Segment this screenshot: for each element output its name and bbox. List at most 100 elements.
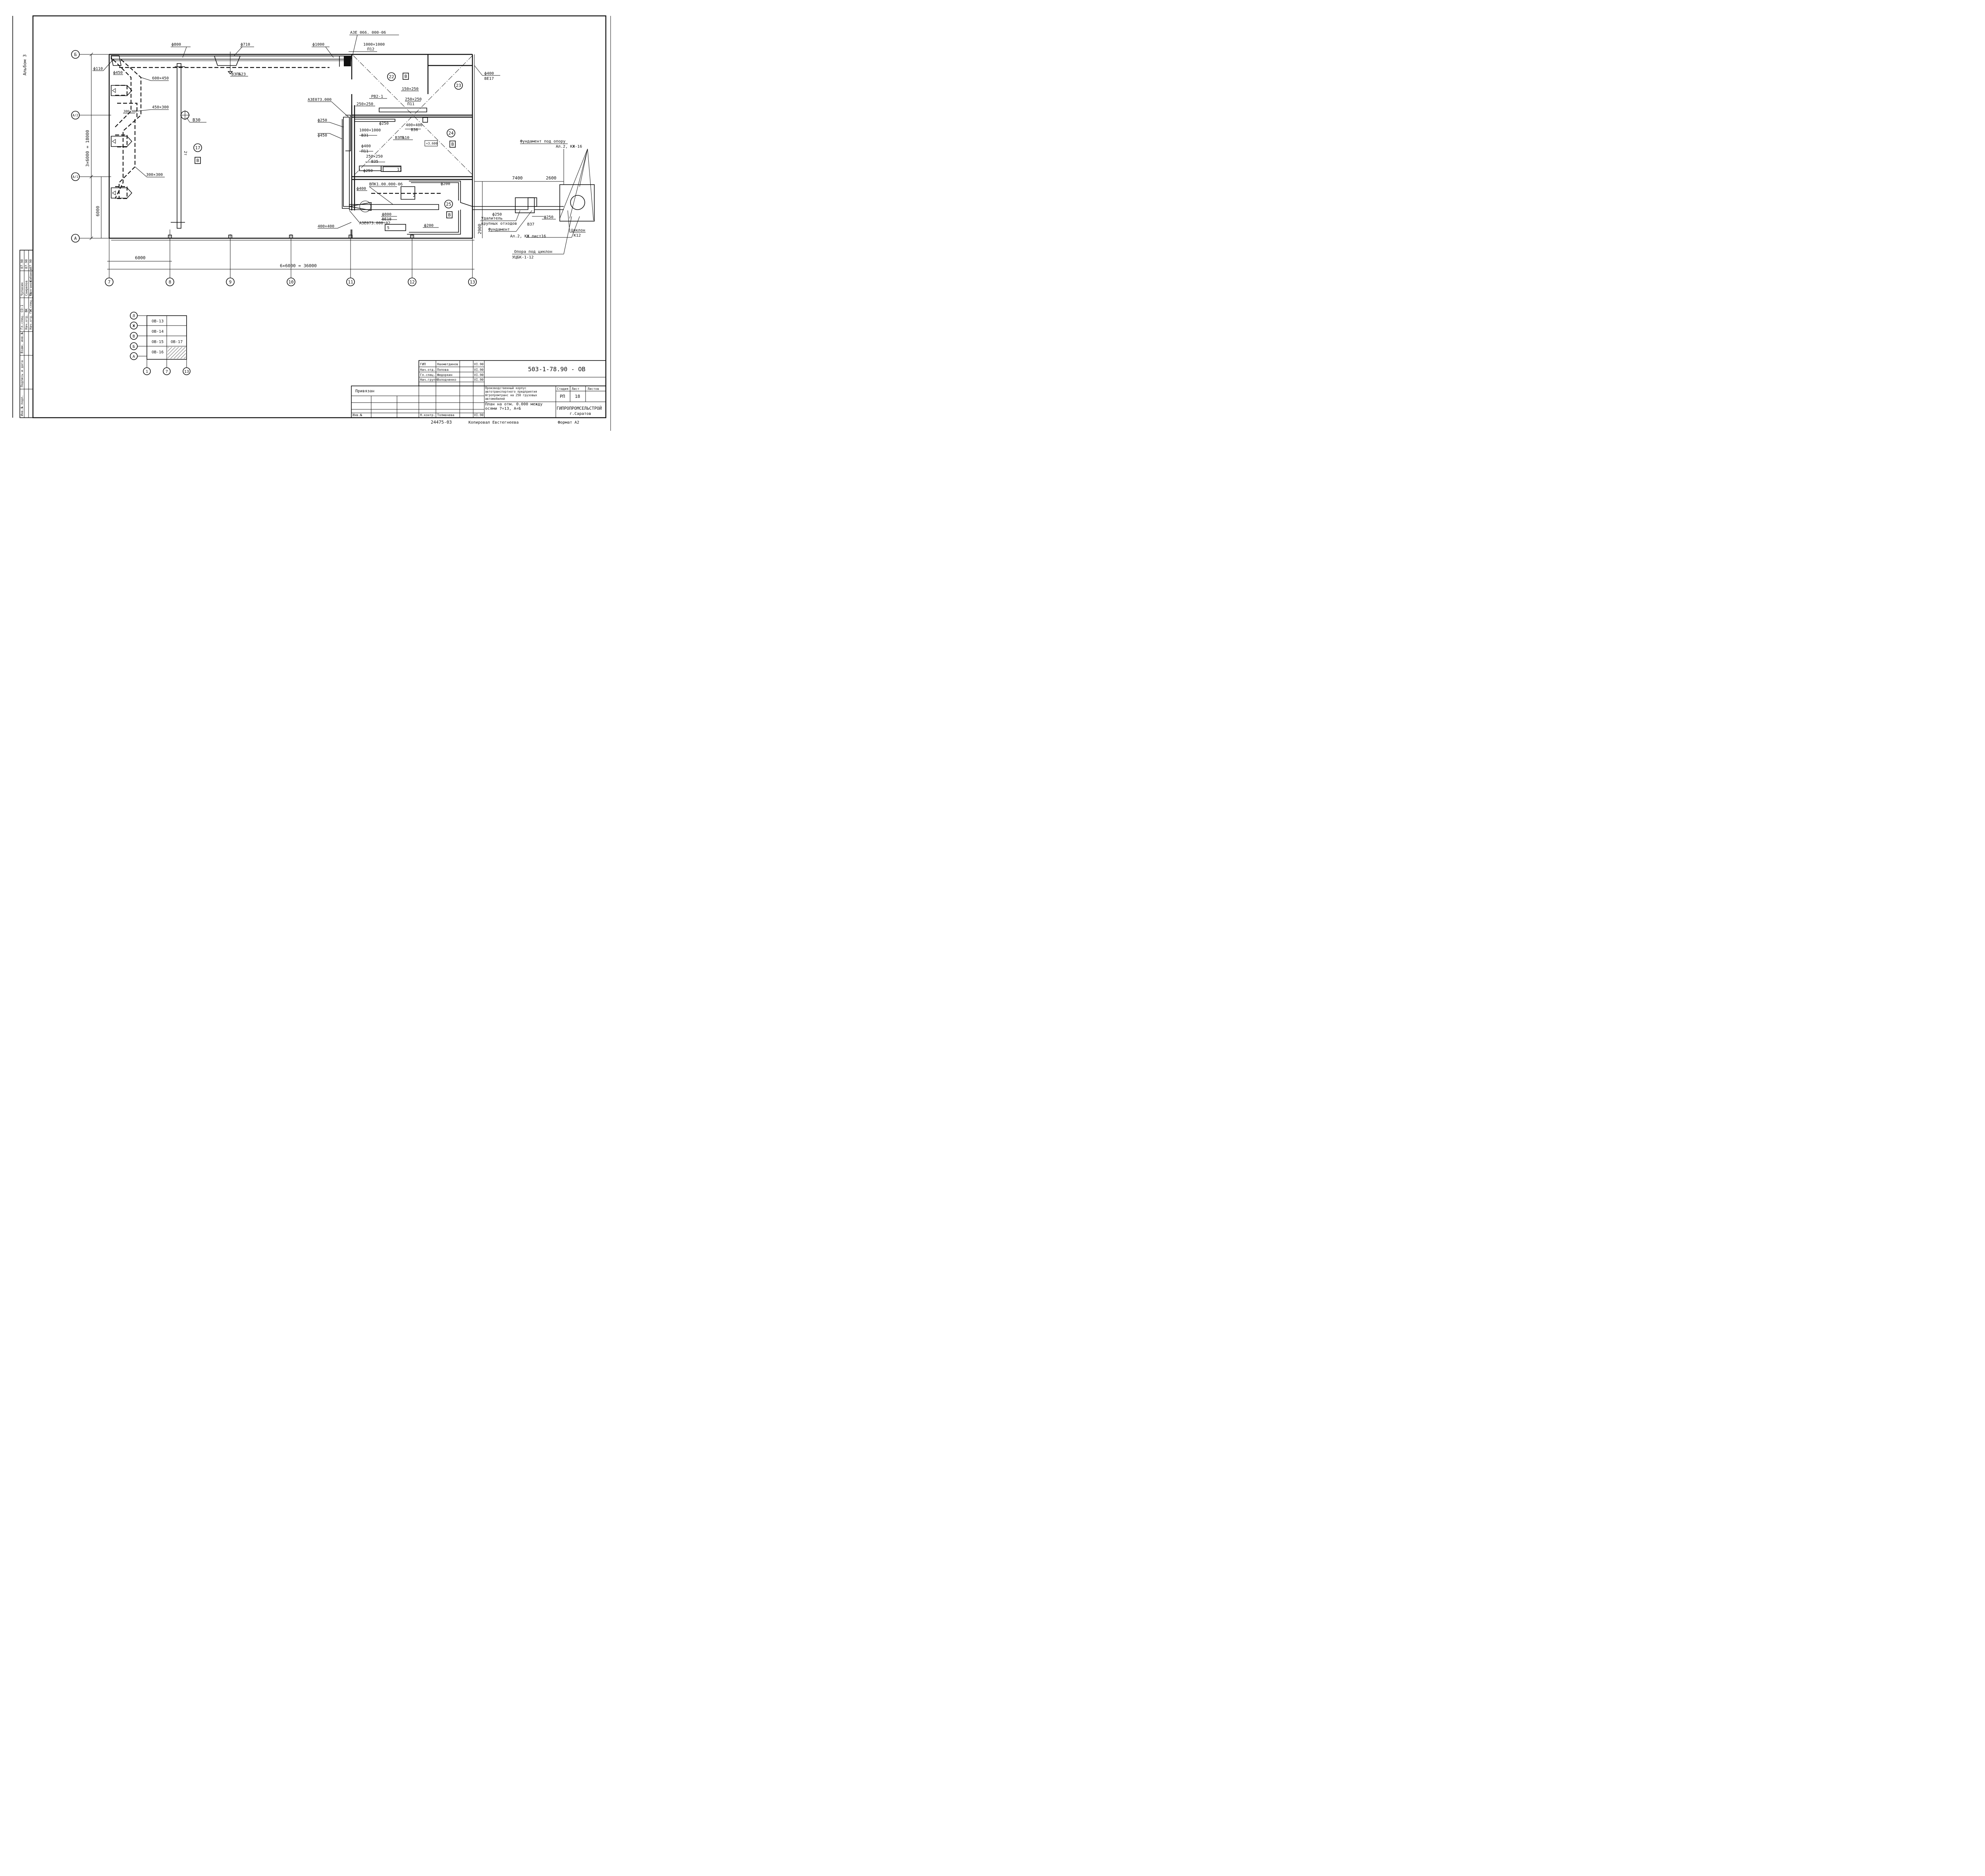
tb-name-0: Нахметдинов — [437, 362, 458, 366]
axis-col-12: 12 — [409, 280, 414, 285]
axis-row-A1: А/1 — [73, 175, 79, 179]
label-fund-opora: Фундамент под опору — [520, 139, 565, 144]
label-400x400: 400×400 — [318, 224, 334, 229]
label-d250-mid: ф250 — [492, 212, 502, 217]
label-d200-a: ф200 — [441, 181, 450, 186]
duct-top-run — [111, 52, 352, 75]
label-rv2: РВ2-1 — [371, 94, 383, 99]
album-label: Альбом 3 — [22, 54, 27, 75]
stamp-date-1: 07.90 — [25, 259, 28, 269]
duct-left-branches — [111, 55, 142, 199]
label-d800-top: ф800 — [172, 42, 181, 47]
tb-stage: РП — [560, 394, 565, 399]
drawing-sheet: Альбом 3 Гл.спец. СО-1 Нач.отд. ВК Нач.о… — [12, 15, 611, 431]
room-22-number: 22 — [389, 74, 394, 79]
room-24-category: В — [451, 142, 454, 147]
label-d800-ve18: ф800 — [382, 212, 391, 217]
label-k12: К12 — [574, 233, 581, 238]
tb-city: г.Саратов — [570, 412, 591, 416]
axis-col-8: 8 — [169, 280, 172, 285]
label-aze066: АЗЕ 066. 000-06 — [350, 31, 386, 35]
tb-date-2: VI.90 — [474, 373, 484, 377]
stamp-date-2: 07.90 — [29, 259, 33, 269]
room-labels: 17 В 22 В 23 24 В 25 В — [193, 72, 463, 218]
label-vpk: ВПК1.00.000-06 — [369, 182, 403, 187]
label-ve17: ВЕ17 — [484, 77, 494, 81]
key-sheet-2: ОВ-15 — [152, 340, 164, 344]
label-level: +3.600 — [426, 142, 437, 145]
tb-org: ГИПРОПРОМСЕЛЬСТРОЙ — [557, 406, 602, 411]
axis-col-7: 7 — [108, 280, 111, 285]
label-eq5: 5 — [387, 226, 389, 230]
label-d200-b: ф200 — [424, 223, 434, 228]
label-600x450: 600×450 — [152, 76, 169, 81]
label-150x250: 150×250 — [402, 87, 418, 91]
label-b31: В31 — [361, 133, 368, 138]
axis-col-9: 9 — [229, 280, 232, 285]
room-17-number: 17 — [195, 145, 200, 150]
key-col-1: 7 — [166, 370, 168, 374]
label-d250-right: ф250 — [544, 215, 553, 220]
stamp-name-3: Кабанов — [29, 268, 33, 282]
dim-vertical-bottom: 6000 — [95, 206, 100, 217]
label-ciklon: Циклон — [571, 228, 585, 233]
label-b35: В35 — [371, 160, 378, 164]
label-al2-kzh-list: Ал.2, КЖ лист16 — [510, 234, 546, 239]
axis-row-A2: А/2 — [73, 114, 79, 117]
stamp-date-0: 07.90 — [20, 259, 24, 269]
stamp-field-inv: Инв.№ подл. — [20, 395, 24, 416]
label-d450-top: ф450 — [113, 70, 123, 75]
label-d400-ve17: ф400 — [484, 71, 494, 76]
stamp-role-2: Нач.отд. ЭТ — [29, 308, 33, 330]
label-p12: П12 — [367, 47, 374, 52]
key-sheet-1: ОВ-14 — [152, 330, 164, 334]
key-axis-1: Ж — [133, 324, 135, 328]
label-udal1: Удалитель — [481, 216, 503, 221]
label-d250-c: ф250 — [363, 168, 373, 173]
footer-number: 24475-03 — [431, 420, 452, 425]
annotations: ф800 ф710 ф1000 АЗЕ 066. 000-06 1000×100… — [93, 31, 585, 260]
footer-format: Формат А2 — [558, 420, 579, 425]
label-d250-b: ф250 — [379, 121, 389, 126]
label-d450: ф450 — [318, 133, 327, 138]
key-axis-4: А — [133, 355, 135, 359]
label-450x300: 450×300 — [152, 105, 169, 110]
room-25-number: 25 — [446, 202, 451, 207]
stamp-name-2: Калганов — [29, 280, 33, 296]
key-col-2: 13 — [184, 370, 189, 374]
label-d400-mid: ф400 — [357, 186, 366, 191]
label-b36: В36 — [411, 128, 418, 132]
label-d710: ф710 — [241, 42, 250, 47]
stamp-role-3: Гл.спец. ТХ — [29, 293, 33, 314]
key-sheet-4: ОВ-16 — [152, 350, 164, 355]
axis-col-10: 10 — [288, 280, 293, 285]
label-d1000: ф1000 — [312, 42, 324, 47]
dim-2900: 2900 — [477, 224, 482, 235]
stamp-role-0: Гл.спец. СО-1 — [20, 305, 24, 330]
label-400x400-b36: 400×400 — [406, 123, 422, 127]
label-fundament: Фундамент — [488, 228, 510, 232]
key-sheet-2b: ОВ-17 — [171, 340, 183, 344]
label-300x300: 300×300 — [146, 173, 163, 177]
label-b30: В30 — [193, 118, 200, 123]
room-17-category: В — [197, 158, 199, 163]
room-22-category: В — [405, 74, 407, 79]
footer-copied: Копировал Евстегнеева — [468, 420, 518, 425]
tb-sheet: 18 — [575, 394, 580, 399]
tb-doc-code: 503-1-78.90 - ОВ — [528, 366, 586, 373]
tb-role-2: Гл.спец. — [420, 373, 436, 377]
label-opora2: УЦБК-1-12 — [512, 255, 534, 260]
dim-7400: 7400 — [512, 175, 523, 181]
room-23-number: 23 — [456, 83, 461, 88]
label-1000x1000-b31: 1000×1000 — [359, 128, 381, 133]
label-p11-top: П11 — [407, 102, 414, 106]
axis-row-A: А — [74, 236, 77, 241]
left-stamp: Гл.спец. СО-1 Нач.отд. ВК Нач.отд. ЭТ Гл… — [19, 250, 33, 418]
label-ve18: ВЕ18 — [382, 217, 391, 222]
title-block: ГИП Нахметдинов VI.90 Нач.отд. Попова VI… — [351, 360, 606, 418]
leader-lines — [93, 35, 594, 255]
tb-name-3: Володченко — [437, 378, 456, 382]
tb-date-0: VI.90 — [474, 362, 484, 366]
label-250x250-a: 250×250 — [357, 102, 373, 106]
label-300x300-small: 300×300 — [123, 110, 137, 113]
